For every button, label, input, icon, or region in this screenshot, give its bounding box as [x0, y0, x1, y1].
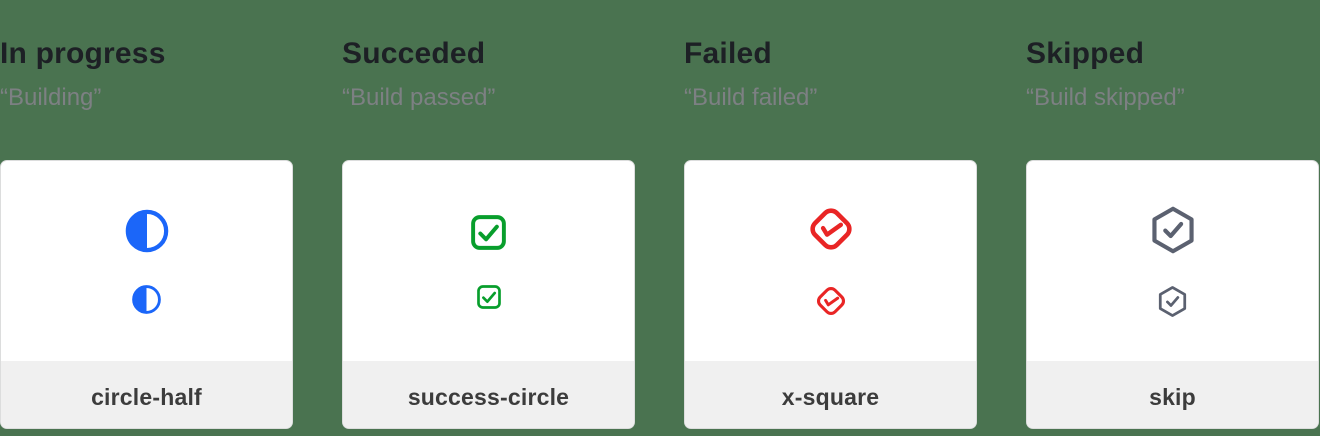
icon-card-skip: skip: [1026, 160, 1319, 430]
icon-card-footer: circle-half: [1, 361, 292, 429]
icon-name-label: success-circle: [407, 384, 570, 411]
diamond-check-icon-small: [814, 284, 848, 318]
circle-half-icon-small: [131, 284, 162, 315]
column-title: Failed: [684, 37, 772, 70]
circle-half-icon: [124, 208, 170, 254]
icon-card-body: [685, 161, 976, 361]
icon-card-x-square: x-square: [684, 160, 977, 430]
column-subtitle: “Build passed”: [342, 84, 496, 111]
column-subtitle: “Build skipped”: [1026, 84, 1185, 111]
icon-card-footer: x-square: [685, 361, 976, 429]
column-skipped: Skipped “Build skipped” skip: [1026, 0, 1319, 436]
column-title: Succeded: [342, 37, 486, 70]
icon-card-footer: success-circle: [343, 361, 634, 429]
icon-name-label: x-square: [781, 384, 880, 411]
icon-name-label: skip: [1149, 384, 1196, 411]
column-subtitle: “Build failed”: [684, 84, 818, 111]
column-title: In progress: [0, 37, 166, 70]
hexagon-check-icon-small: [1156, 285, 1189, 318]
check-square-icon: [468, 212, 509, 253]
icon-name-label: circle-half: [91, 384, 202, 411]
icon-card-circle-half: circle-half: [0, 160, 293, 430]
icon-card-body: [1, 161, 292, 361]
hexagon-check-icon: [1148, 205, 1198, 255]
column-subtitle: “Building”: [0, 84, 102, 111]
check-square-icon-small: [475, 283, 503, 311]
column-succeded: Succeded “Build passed” succes: [342, 0, 635, 436]
icon-card-body: [343, 161, 634, 361]
column-failed: Failed “Build failed”: [684, 0, 977, 436]
icon-card-footer: skip: [1027, 361, 1318, 429]
icon-card-body: [1027, 161, 1318, 361]
column-in-progress: In progress “Building” circle-: [0, 0, 293, 436]
diamond-check-icon: [806, 204, 856, 254]
icon-card-success-circle: success-circle: [342, 160, 635, 430]
column-title: Skipped: [1026, 37, 1145, 70]
